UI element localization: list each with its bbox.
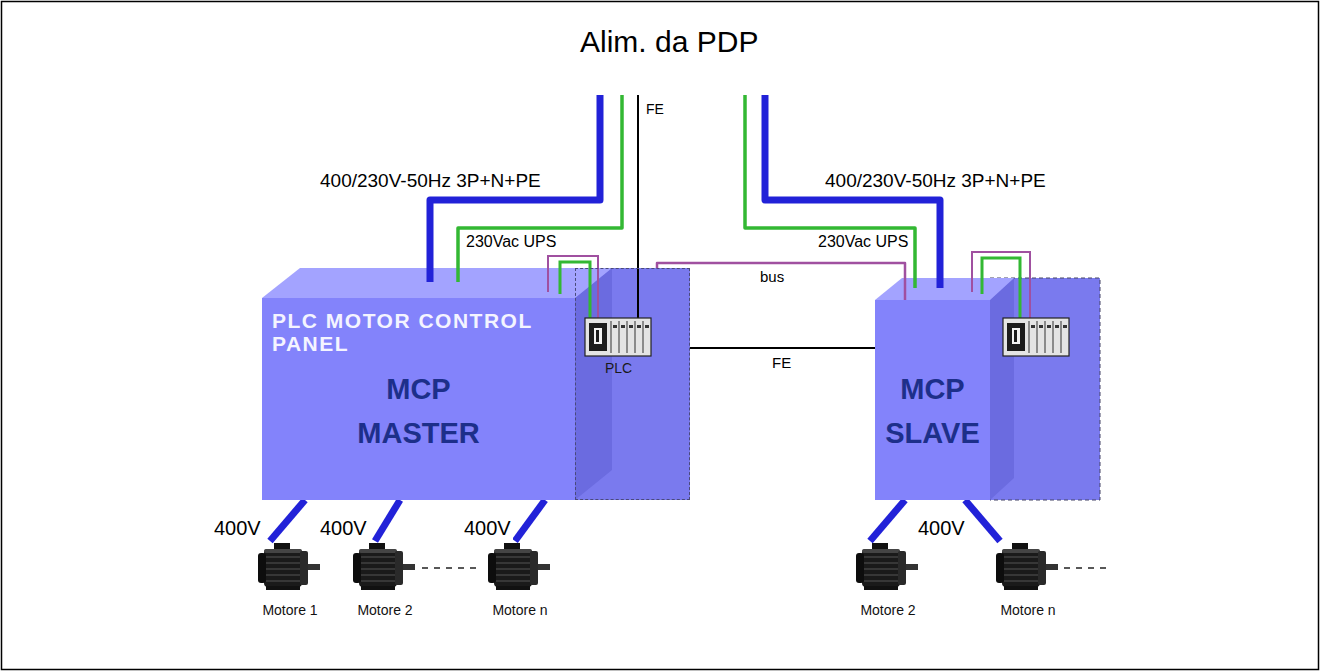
supply-label: 400/230V-50Hz 3P+N+PE bbox=[320, 170, 541, 193]
continuation-dashes bbox=[1064, 567, 1112, 569]
voltage-label-holder: 400V bbox=[462, 516, 513, 540]
supply-label-holder: 400/230V-50Hz 3P+N+PE bbox=[320, 170, 541, 193]
voltage-label-holder: 400V bbox=[916, 516, 967, 540]
diagram-title-holder: Alim. da PDP bbox=[580, 24, 758, 60]
motor-symbol bbox=[488, 543, 550, 590]
voltage-label: 400V bbox=[318, 516, 369, 540]
ups-label-holder: 230Vac UPS bbox=[466, 232, 556, 251]
motor: Motore 2 bbox=[345, 541, 425, 623]
cabinet-panel: PLC MOTOR CONTROL PANEL MCP MASTER bbox=[262, 298, 575, 500]
motor-cable bbox=[375, 500, 400, 541]
voltage-label: 400V bbox=[212, 516, 263, 540]
voltage-label-holder: 400V bbox=[212, 516, 263, 540]
motor-symbol bbox=[856, 543, 918, 590]
motor-cable bbox=[270, 500, 305, 541]
plc-section-face bbox=[990, 278, 1100, 500]
ups-label-holder: 230Vac UPS bbox=[818, 232, 908, 251]
cabinet-side bbox=[990, 278, 1014, 500]
voltage-label: 400V bbox=[916, 516, 967, 540]
earth-label: FE bbox=[770, 354, 793, 372]
motor-label: Motore n bbox=[1000, 602, 1055, 619]
motor: Motore n bbox=[480, 541, 560, 623]
bus-label-holder: bus bbox=[758, 268, 786, 286]
motor-label: Motore 2 bbox=[860, 602, 915, 619]
motor-cable bbox=[515, 500, 545, 541]
supply-label: 400/230V-50Hz 3P+N+PE bbox=[825, 170, 1046, 193]
motor: Motore n bbox=[988, 541, 1068, 623]
plc-section-face bbox=[575, 268, 690, 500]
cabinet-top bbox=[875, 278, 1014, 300]
motor-symbol bbox=[258, 543, 320, 590]
bus-label: bus bbox=[758, 268, 786, 286]
earth-label-holder: FE bbox=[646, 100, 664, 118]
fe-cable bbox=[690, 347, 875, 349]
motor: Motore 2 bbox=[848, 541, 928, 623]
panel-name: MCP MASTER bbox=[357, 368, 479, 455]
ups-feed bbox=[745, 95, 915, 288]
motor-symbol bbox=[353, 543, 415, 590]
ups-label: 230Vac UPS bbox=[466, 232, 556, 251]
ups-label: 230Vac UPS bbox=[818, 232, 908, 251]
earth-label-holder: FE bbox=[770, 354, 793, 372]
plc-device bbox=[585, 318, 651, 356]
panel-heading: PLC MOTOR CONTROL PANEL bbox=[272, 309, 572, 355]
motor-label: Motore n bbox=[492, 602, 547, 619]
diagram-title: Alim. da PDP bbox=[580, 24, 758, 60]
plc-label: PLC bbox=[605, 360, 632, 377]
fe-wire bbox=[637, 95, 639, 318]
motor-cable bbox=[965, 500, 1000, 541]
motor-label: Motore 1 bbox=[262, 602, 317, 619]
continuation-dashes bbox=[422, 567, 478, 569]
plc-section: PLC bbox=[575, 268, 690, 500]
voltage-label-holder: 400V bbox=[318, 516, 369, 540]
motor-label: Motore 2 bbox=[357, 602, 412, 619]
plc-device bbox=[1003, 318, 1069, 356]
motor-symbol bbox=[996, 543, 1058, 590]
panel-name: MCP SLAVE bbox=[885, 368, 980, 455]
supply-label-holder: 400/230V-50Hz 3P+N+PE bbox=[825, 170, 1046, 193]
cabinet-side bbox=[575, 268, 612, 500]
motor-cable bbox=[870, 500, 905, 541]
cabinet-panel: MCP SLAVE bbox=[875, 300, 990, 500]
voltage-label: 400V bbox=[462, 516, 513, 540]
power-feed bbox=[765, 95, 940, 288]
motor: Motore 1 bbox=[250, 541, 330, 623]
earth-label: FE bbox=[646, 101, 664, 118]
bus-cable bbox=[657, 263, 905, 300]
